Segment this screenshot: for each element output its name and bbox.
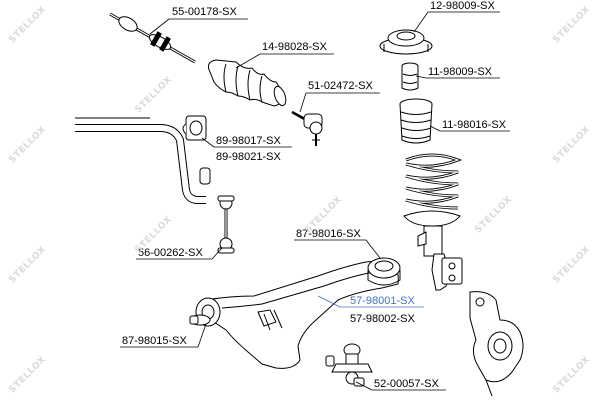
part-label-tie-rod-ball-end[interactable]: 51-02472-SX [308,80,373,92]
part-label-front-arm-bushing[interactable]: 87-98015-SX [122,335,187,347]
part-label-stabilizer-bushing-a[interactable]: 89-98017-SX [216,135,281,147]
part-label-stabilizer-bushing-b[interactable]: 89-98021-SX [216,151,281,163]
control-arm-drawing[interactable] [205,259,399,369]
strut-assembly-drawing [403,153,463,291]
stabilizer-bar-drawing [75,117,206,204]
part-label-tie-rod-end[interactable]: 55-00178-SX [172,6,237,18]
part-label-stabilizer-link[interactable]: 56-00262-SX [138,247,203,259]
part-label-control-arm-right[interactable]: 57-98002-SX [350,313,415,325]
part-label-steering-boot[interactable]: 14-98028-SX [262,41,327,53]
tie-rod-end-drawing[interactable] [109,12,196,64]
part-label-top-mount[interactable]: 12-98009-SX [430,0,495,12]
part-label-rear-arm-bushing[interactable]: 87-98016-SX [296,228,361,240]
bump-stop-drawing[interactable] [401,62,419,91]
top-mount-drawing[interactable] [379,29,433,55]
steering-knuckle-drawing [469,291,524,397]
steering-boot-drawing[interactable] [208,59,288,107]
part-label-control-arm-left[interactable]: 57-98001-SX [350,295,415,307]
part-label-dust-boot[interactable]: 11-98016-SX [442,119,507,131]
front-arm-bushing-drawing[interactable] [189,297,221,327]
leader-lines [120,11,510,391]
ball-joint-drawing[interactable] [325,343,373,387]
rear-arm-bushing-drawing[interactable] [367,257,401,286]
part-label-ball-joint[interactable]: 52-00057-SX [374,378,439,390]
stabilizer-bushing-drawing[interactable] [182,115,207,141]
tie-rod-ball-end-drawing[interactable] [291,110,323,146]
dust-boot-drawing[interactable] [399,98,433,144]
part-label-bump-stop[interactable]: 11-98009-SX [428,66,493,78]
stabilizer-clamp-drawing [199,167,211,185]
stabilizer-link-drawing[interactable] [217,195,235,254]
